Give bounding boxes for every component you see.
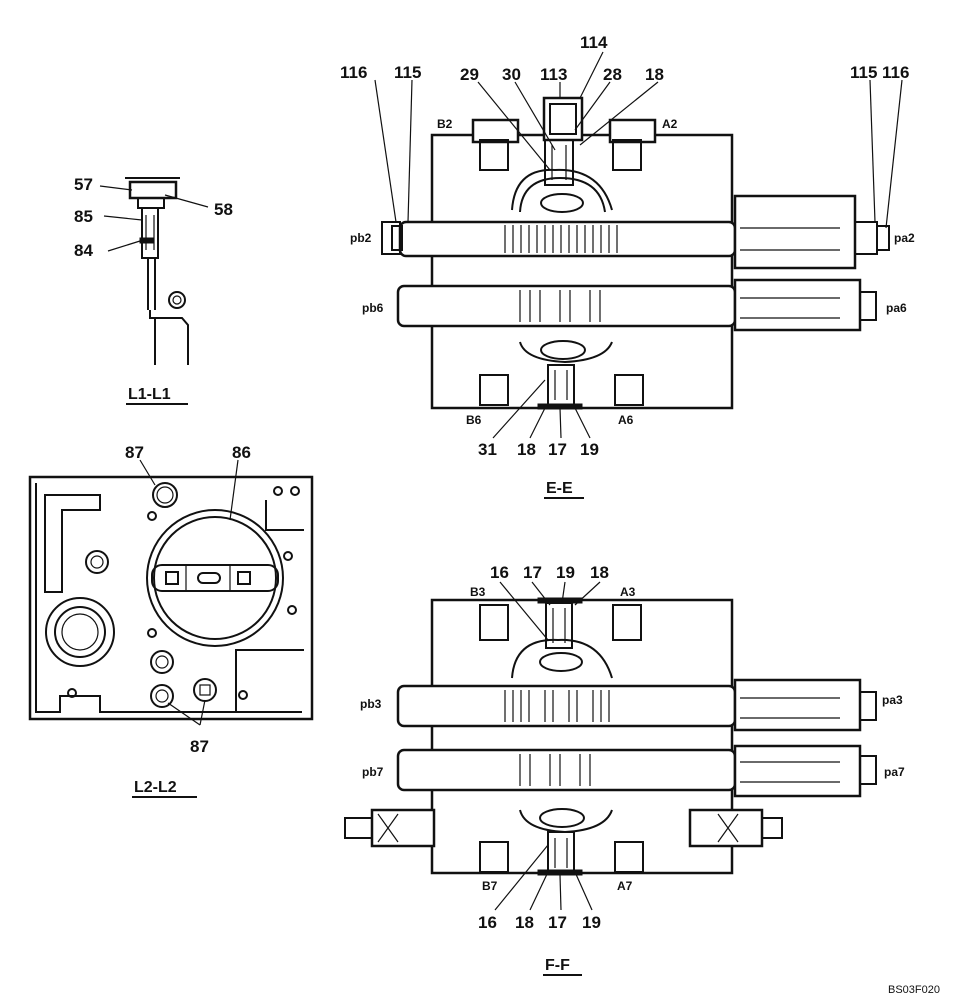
- ee-part-114: 114: [580, 33, 608, 52]
- ee-part-17: 17: [548, 440, 567, 459]
- ff-part-18-top: 18: [590, 563, 609, 582]
- ee-part-28: 28: [603, 65, 622, 84]
- drawing-code: BS03F020: [888, 984, 940, 996]
- l2-part-86: 86: [232, 443, 251, 462]
- ff-part-17-bottom: 17: [548, 913, 567, 932]
- l1-part-85: 85: [74, 207, 93, 226]
- l1-drawing: [99, 177, 209, 365]
- ff-part-18-bottom: 18: [515, 913, 534, 932]
- ff-part-19-top: 19: [556, 563, 575, 582]
- l1-part-58: 58: [214, 200, 233, 219]
- ff-port-pb7: pb7: [362, 765, 384, 779]
- ff-part-16-top: 16: [490, 563, 509, 582]
- ee-port-pa2: pa2: [894, 231, 915, 245]
- ee-part-29: 29: [460, 65, 479, 84]
- ff-port-b7: B7: [482, 879, 498, 893]
- ff-title: F-F: [545, 957, 570, 974]
- ff-port-pa7: pa7: [884, 765, 905, 779]
- view-f-f: 16 17 19 18 B3 A3 pb3 pa3 pb7 pa7 B7 A7 …: [344, 563, 905, 976]
- ee-part-113: 113: [540, 65, 567, 84]
- view-l1-l1: 57 58 85 84 L1-L1: [74, 175, 233, 405]
- ee-part-19: 19: [580, 440, 599, 459]
- ee-port-a6: A6: [618, 413, 634, 427]
- l2-part-87-bottom: 87: [190, 737, 209, 756]
- ff-port-b3: B3: [470, 585, 486, 599]
- ee-port-pb6: pb6: [362, 301, 384, 315]
- ee-port-b2: B2: [437, 117, 453, 131]
- ff-drawing: [344, 581, 877, 911]
- ee-part-18-top: 18: [645, 65, 664, 84]
- ee-part-18-bottom: 18: [517, 440, 536, 459]
- ff-port-pb3: pb3: [360, 697, 382, 711]
- ff-port-a7: A7: [617, 879, 633, 893]
- view-e-e: 116 115 29 30 113 114 28 18 115 116 B2 A…: [340, 33, 915, 499]
- ee-part-30: 30: [502, 65, 521, 84]
- ee-port-b6: B6: [466, 413, 482, 427]
- ee-port-pb2: pb2: [350, 231, 372, 245]
- ee-part-116-right: 116: [882, 63, 909, 82]
- ee-drawing: [374, 51, 903, 439]
- l2-drawing: [28, 459, 314, 726]
- ff-part-17-top: 17: [523, 563, 542, 582]
- ff-port-a3: A3: [620, 585, 636, 599]
- ee-part-115-right: 115: [850, 63, 877, 82]
- view-l2-l2: 87 86 87 L2-L2: [28, 443, 314, 798]
- ee-part-115-left: 115: [394, 63, 421, 82]
- ee-port-pa6: pa6: [886, 301, 907, 315]
- ff-port-pa3: pa3: [882, 693, 903, 707]
- ee-part-31: 31: [478, 440, 497, 459]
- l2-part-87-top: 87: [125, 443, 144, 462]
- ee-port-a2: A2: [662, 117, 678, 131]
- l2-title: L2-L2: [134, 779, 177, 796]
- l1-part-84: 84: [74, 241, 93, 260]
- ee-part-116-left: 116: [340, 63, 367, 82]
- l1-title: L1-L1: [128, 386, 171, 403]
- ff-part-16-bottom: 16: [478, 913, 497, 932]
- ee-title: E-E: [546, 480, 573, 497]
- l1-part-57: 57: [74, 175, 93, 194]
- ff-part-19-bottom: 19: [582, 913, 601, 932]
